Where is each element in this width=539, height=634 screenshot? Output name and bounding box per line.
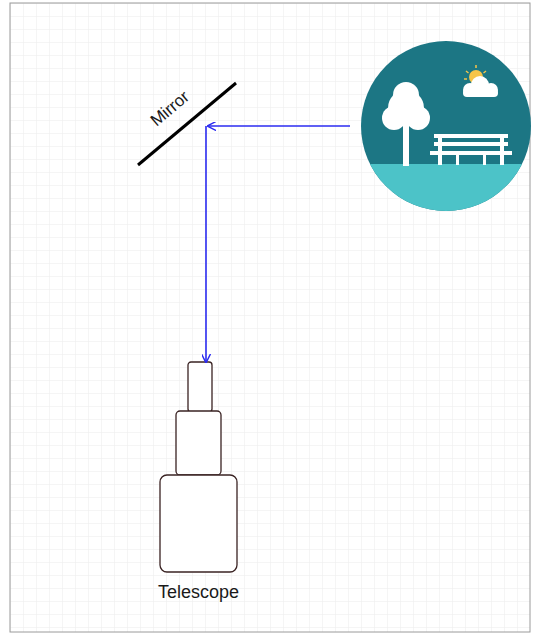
node-label: Telescope	[150, 582, 247, 603]
telescope-node: Telescope	[150, 362, 247, 606]
mirror-node: Mirror	[138, 83, 236, 126]
light-ray	[205, 126, 207, 362]
telescope-symbol	[150, 362, 247, 606]
park-scene	[350, 41, 539, 224]
grid-frame	[10, 3, 530, 632]
light-ray	[208, 125, 350, 127]
